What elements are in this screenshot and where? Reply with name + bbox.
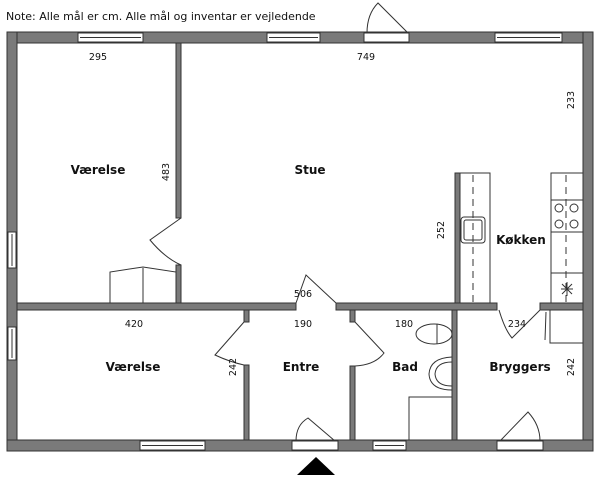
kitchen-counter-left <box>459 172 491 304</box>
doors <box>149 2 547 451</box>
kitchen-counter-right <box>550 172 584 304</box>
room-label-vaerelse-bottom: Værelse <box>106 360 161 374</box>
entrance-arrow-icon <box>297 457 335 475</box>
shower-icon <box>408 396 453 441</box>
bathroom-fixtures <box>408 309 584 441</box>
dim-bad-width: 180 <box>395 319 413 330</box>
washbasin-icon <box>428 356 453 391</box>
dim-stue-width: 749 <box>357 52 375 63</box>
room-label-kokken: Køkken <box>496 233 546 247</box>
dim-vaerelse-top-width: 295 <box>89 52 107 63</box>
toilet-icon <box>415 323 453 345</box>
dim-stue-inner: 506 <box>294 289 312 300</box>
fan-icon <box>561 282 573 296</box>
room-label-entre: Entre <box>283 360 320 374</box>
dim-bryggers-width: 234 <box>508 319 526 330</box>
dim-kokken-depth: 252 <box>436 221 447 239</box>
dim-bryggers-depth: 242 <box>566 358 577 376</box>
dim-stue-depth: 233 <box>566 91 577 109</box>
stove-icon <box>550 199 584 233</box>
dim-vaerelse-bottom-width: 420 <box>125 319 143 330</box>
dim-vaerelse-top-depth: 483 <box>161 163 172 181</box>
wardrobe <box>109 266 177 303</box>
interior-walls <box>16 42 584 441</box>
room-label-bad: Bad <box>392 360 418 374</box>
dim-vaerelse-bottom-depth: 242 <box>228 358 239 376</box>
windows <box>7 32 563 451</box>
utility-cabinet <box>549 309 584 344</box>
room-label-bryggers: Bryggers <box>489 360 550 374</box>
room-label-stue: Stue <box>294 163 325 177</box>
dim-entre-width: 190 <box>294 319 312 330</box>
room-label-vaerelse-top: Værelse <box>71 163 126 177</box>
sink-icon <box>460 216 486 244</box>
plan-note: Note: Alle mål er cm. Alle mål og invent… <box>6 10 316 23</box>
